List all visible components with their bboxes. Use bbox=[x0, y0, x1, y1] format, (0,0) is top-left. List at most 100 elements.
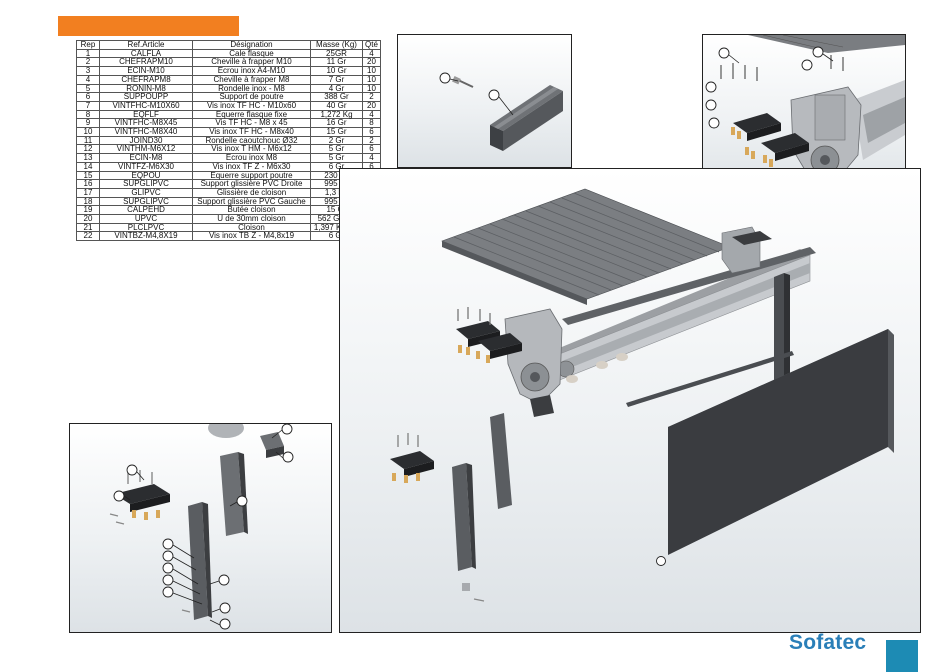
callout-circle bbox=[219, 602, 231, 614]
cell-designation: Vis inox TF Z - M6x30 bbox=[192, 161, 311, 172]
callout-circle bbox=[812, 46, 824, 58]
screw-part bbox=[452, 76, 474, 88]
bracket-part bbox=[733, 113, 809, 161]
beam-support-part bbox=[721, 226, 772, 274]
col-designation: Désignation bbox=[192, 40, 311, 50]
screws-part bbox=[109, 513, 191, 613]
col-qty: Qté bbox=[362, 40, 381, 50]
roller-part bbox=[208, 424, 244, 438]
cell-mass: 7 Gr bbox=[310, 74, 363, 85]
callout-circle bbox=[282, 451, 294, 463]
callout-circle bbox=[236, 495, 248, 507]
col-mass: Masse (Kg) bbox=[310, 40, 363, 50]
callout-circle bbox=[219, 618, 231, 630]
cell-rep: 10 bbox=[76, 127, 100, 137]
cell-qty: 10 bbox=[362, 74, 381, 85]
callout-circle bbox=[801, 59, 813, 71]
cell-qty: 10 bbox=[362, 66, 381, 76]
cell-designation: Glissière de cloison bbox=[192, 187, 311, 198]
callout-circle bbox=[218, 574, 230, 586]
cell-rep: 3 bbox=[76, 66, 100, 76]
col-ref: Ref.Article bbox=[99, 40, 193, 50]
vertical-rails-part bbox=[188, 452, 248, 620]
cell-ref: CHEFRAPM8 bbox=[99, 74, 193, 85]
cell-ref: VINTFHC-M8X40 bbox=[99, 127, 193, 137]
cell-designation: Vis inox TF HC - M8x40 bbox=[192, 127, 311, 137]
cell-designation: Vis inox TB Z - M4,8x19 bbox=[192, 231, 311, 242]
callout-circle bbox=[162, 562, 174, 574]
brand-square bbox=[886, 640, 918, 672]
cell-qty: 20 bbox=[362, 100, 381, 111]
callout-circle bbox=[162, 550, 174, 562]
cell-rep: 14 bbox=[76, 161, 100, 172]
callout-circle bbox=[281, 424, 293, 435]
cell-mass: 40 Gr bbox=[310, 100, 363, 111]
col-rep: Rep bbox=[76, 40, 100, 50]
panel-slats-part bbox=[748, 35, 905, 53]
cell-ref: UPVC bbox=[99, 214, 193, 224]
detail-u-profile bbox=[397, 34, 572, 168]
callout-circle bbox=[718, 47, 730, 59]
callout-circle bbox=[162, 538, 174, 550]
cell-ref: VINTFZ-M6X30 bbox=[99, 161, 193, 172]
callout-circle bbox=[162, 574, 174, 586]
callout-circle bbox=[705, 81, 717, 93]
detail-slide-rail bbox=[69, 423, 332, 633]
beam-part bbox=[853, 80, 905, 160]
cell-designation: U de 30mm cloison bbox=[192, 214, 311, 224]
u-profile-part bbox=[490, 85, 563, 151]
cell-rep: 7 bbox=[76, 100, 100, 111]
cell-rep: 20 bbox=[76, 214, 100, 224]
diagonal-rail-part bbox=[626, 351, 794, 407]
cell-ref: VINTFHC-M10X60 bbox=[99, 100, 193, 111]
partition-panel-part bbox=[668, 329, 894, 555]
flange-plate-part bbox=[790, 86, 862, 186]
callout-circle bbox=[656, 556, 666, 566]
lower-bracket-part bbox=[390, 433, 434, 483]
cell-rep: 4 bbox=[76, 74, 100, 85]
slatted-panel-part bbox=[441, 188, 731, 305]
parts-table: Rep Ref.Article Désignation Masse (Kg) Q… bbox=[76, 40, 381, 242]
small-parts bbox=[462, 583, 485, 602]
exploded-view-drawing bbox=[390, 188, 894, 602]
cell-designation: Ecrou inox A4-M10 bbox=[192, 66, 311, 76]
cell-mass: 10 Gr bbox=[310, 66, 363, 76]
u-profile-drawing bbox=[439, 72, 563, 151]
cell-ref: VINTBZ-M4,8X19 bbox=[99, 231, 193, 242]
header-tab bbox=[58, 16, 239, 36]
left-bracket-part bbox=[456, 307, 522, 363]
bolts-part bbox=[720, 55, 844, 81]
callout-circle bbox=[705, 99, 717, 111]
flange-plate-part bbox=[504, 308, 563, 405]
callout-circle bbox=[162, 586, 174, 598]
cell-rep: 17 bbox=[76, 187, 100, 198]
cell-rep: 22 bbox=[76, 231, 100, 242]
cell-mass: 15 Gr bbox=[310, 127, 363, 137]
callout-circle bbox=[439, 72, 451, 84]
callout-circle bbox=[488, 89, 500, 101]
block-part bbox=[260, 432, 284, 458]
cell-ref: GLIPVC bbox=[99, 187, 193, 198]
cell-ref: ECIN-M10 bbox=[99, 66, 193, 76]
callout-circle bbox=[113, 490, 125, 502]
cell-qty: 6 bbox=[362, 127, 381, 137]
exploded-view bbox=[339, 168, 921, 633]
brand-logo: Sofatec bbox=[789, 631, 867, 654]
callout-circle bbox=[126, 464, 138, 476]
callout-circle bbox=[708, 117, 720, 129]
beam-tube-part bbox=[551, 247, 816, 384]
cell-designation: Cheville à frapper M8 bbox=[192, 74, 311, 85]
vertical-post-part bbox=[774, 273, 790, 403]
cell-designation: Vis inox TF HC - M10x60 bbox=[192, 100, 311, 111]
slide-rail-part bbox=[452, 413, 512, 571]
